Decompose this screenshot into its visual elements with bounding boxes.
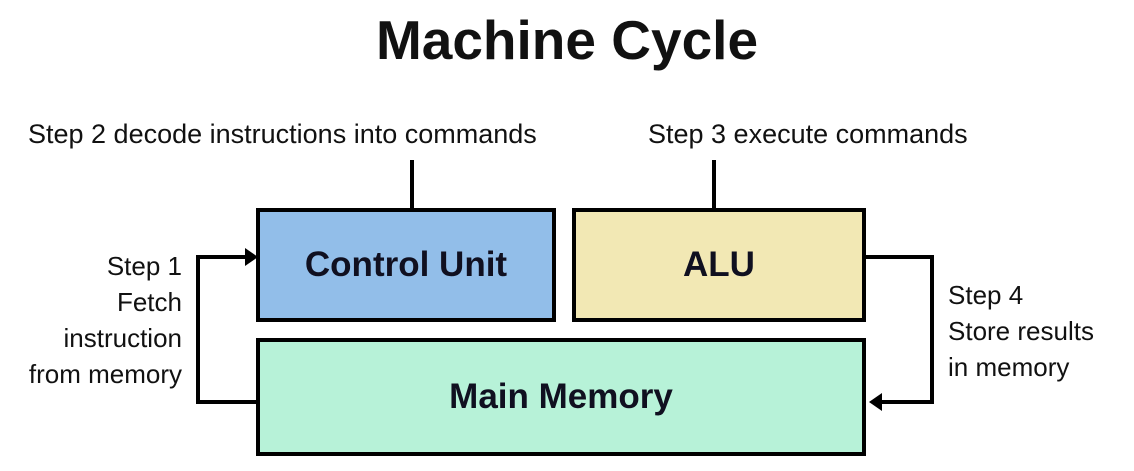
- step1-line-3: instruction: [63, 323, 183, 353]
- step4-line-2: Store results: [948, 316, 1094, 346]
- step1-path-bottom-segment: [196, 400, 258, 404]
- step4-annotation: Step 4 Store results in memory: [948, 277, 1128, 385]
- step2-connector-line: [410, 160, 414, 210]
- step4-path-vertical-segment: [930, 255, 934, 404]
- diagram-title: Machine Cycle: [375, 9, 759, 71]
- step1-annotation: Step 1 Fetch instruction from memory: [6, 248, 182, 392]
- step3-connector-line: [712, 160, 716, 210]
- main-memory-label: Main Memory: [449, 377, 673, 416]
- step4-line-3: in memory: [948, 352, 1070, 382]
- step1-path-vertical-segment: [196, 255, 200, 404]
- main-memory-box: Main Memory: [256, 338, 866, 456]
- alu-box: ALU: [572, 208, 866, 322]
- step1-line-1: Step 1: [106, 251, 182, 281]
- control-unit-box: Control Unit: [256, 208, 556, 322]
- step4-path-bottom-segment: [882, 400, 934, 404]
- alu-label: ALU: [683, 245, 755, 284]
- step4-arrowhead-icon: [869, 393, 882, 411]
- step2-annotation: Step 2 decode instructions into commands: [28, 119, 537, 149]
- step1-line-2: Fetch: [116, 287, 182, 317]
- control-unit-label: Control Unit: [304, 245, 508, 284]
- step1-path-top-segment: [196, 255, 248, 259]
- step4-path-top-segment: [864, 255, 934, 259]
- step1-line-4: from memory: [28, 359, 182, 389]
- step4-line-1: Step 4: [948, 280, 1024, 310]
- step3-annotation: Step 3 execute commands: [648, 119, 968, 149]
- step1-arrowhead-icon: [245, 248, 258, 266]
